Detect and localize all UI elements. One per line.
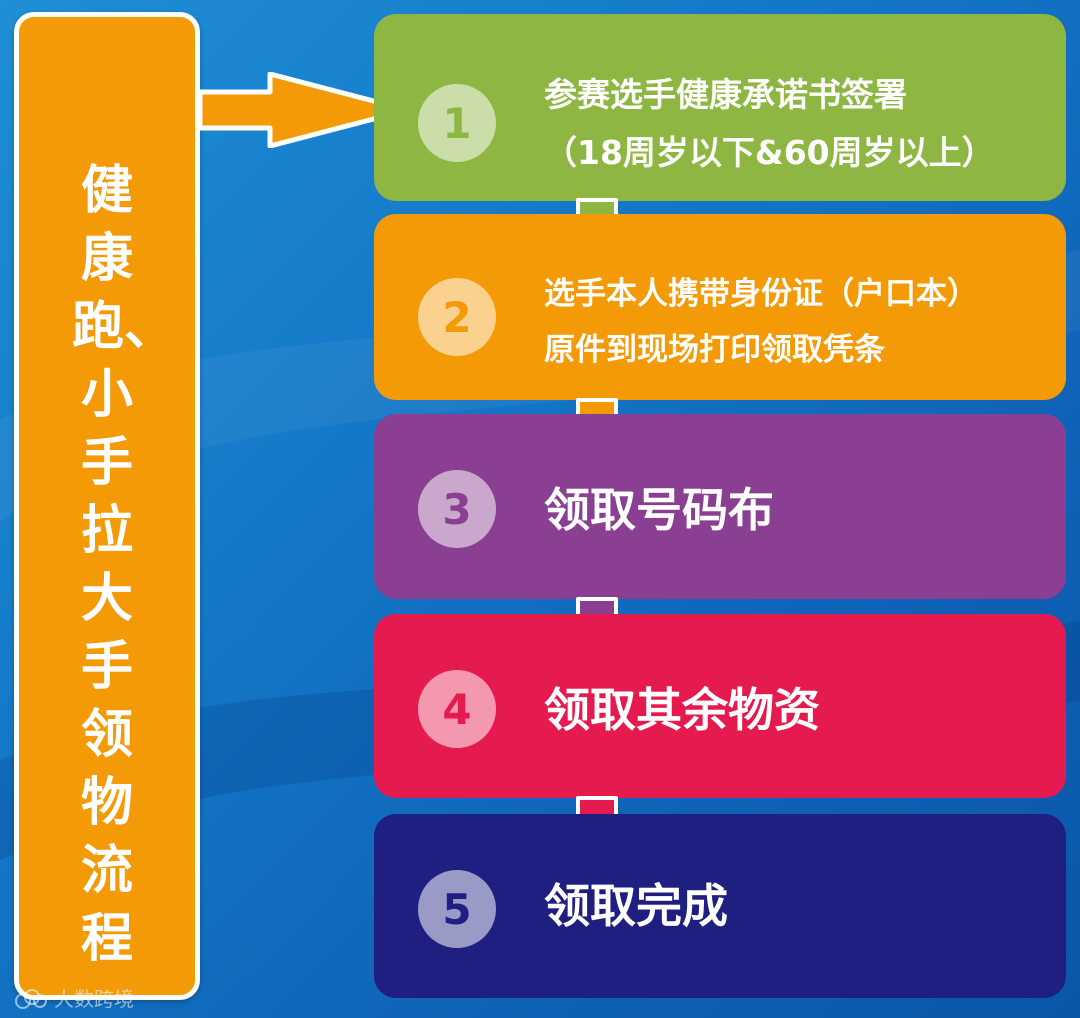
step-3-number-badge: 3 (418, 470, 496, 548)
watermark-text: 大数跨境 (54, 987, 134, 1011)
process-title: 健康跑、小手拉大手领物流程 (72, 161, 177, 969)
process-title-panel: 健康跑、小手拉大手领物流程 (14, 12, 200, 1000)
step-2-text: 选手本人携带身份证（户口本） 原件到现场打印领取凭条 (544, 266, 978, 378)
step-4-text: 领取其余物资 (544, 682, 820, 738)
title-to-step1-arrow (200, 72, 411, 148)
step-2-box: 2 选手本人携带身份证（户口本） 原件到现场打印领取凭条 (374, 214, 1066, 400)
watermark: 大数跨境 (14, 986, 134, 1012)
step-3-text: 领取号码布 (544, 482, 774, 538)
step-4-box: 4 领取其余物资 (374, 614, 1066, 798)
step-2-number-badge: 2 (418, 278, 496, 356)
step-3-box: 3 领取号码布 (374, 414, 1066, 599)
step-5-box: 5 领取完成 (374, 814, 1066, 998)
step-5-number-badge: 5 (418, 870, 496, 948)
step-5-text: 领取完成 (544, 878, 728, 934)
step-2-line-2: 原件到现场打印领取凭条 (544, 332, 885, 368)
step-1-line-1: 参赛选手健康承诺书签署 (544, 75, 907, 114)
step-1-number-badge: 1 (418, 84, 496, 162)
step-1-box: 1 参赛选手健康承诺书签署 （18周岁以下&60周岁以上） (374, 14, 1066, 201)
step-3-line-1: 领取号码布 (544, 483, 774, 537)
step-4-number-badge: 4 (418, 670, 496, 748)
step-2-line-1: 选手本人携带身份证（户口本） (544, 276, 978, 312)
step-5-line-1: 领取完成 (544, 879, 728, 933)
step-1-text: 参赛选手健康承诺书签署 （18周岁以下&60周岁以上） (544, 66, 995, 182)
step-4-line-1: 领取其余物资 (544, 683, 820, 737)
cloud-logo-icon (15, 989, 47, 1009)
step-1-line-2: （18周岁以下&60周岁以上） (544, 133, 995, 172)
